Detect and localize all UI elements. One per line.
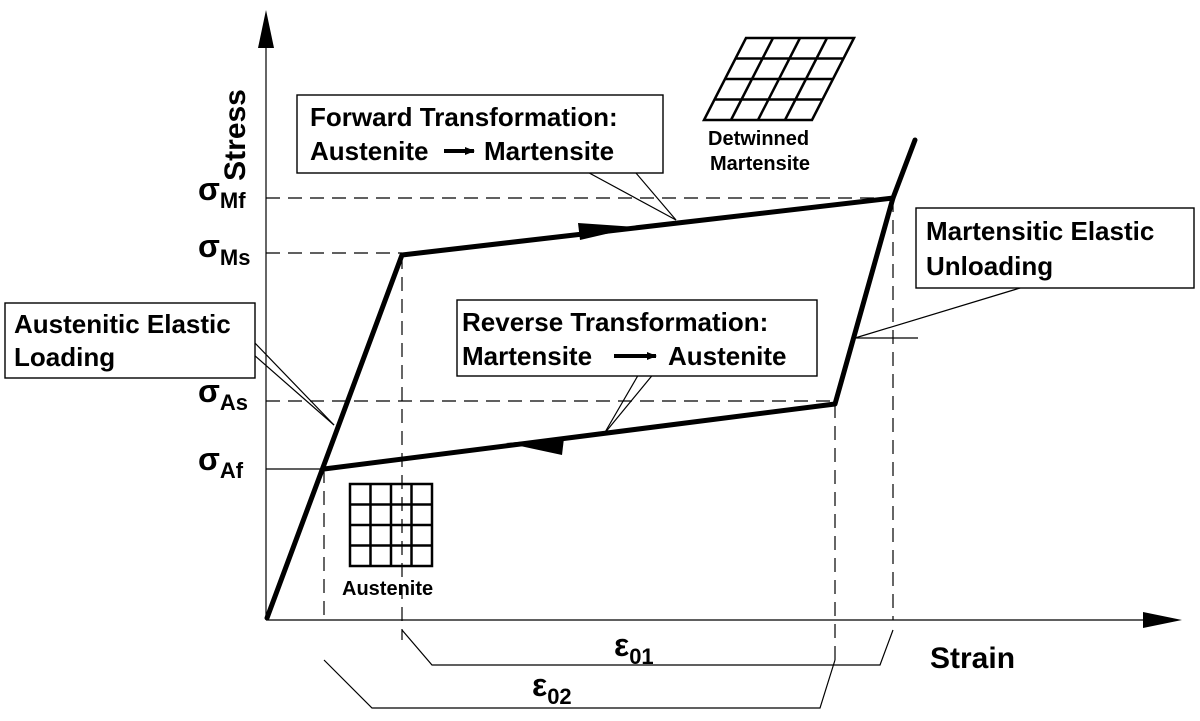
stress-label-mf: σMf [198, 171, 246, 213]
reverse-transformation-callout: Reverse Transformation: Martensite Auste… [456, 299, 818, 377]
strain-bracket-02 [323, 659, 836, 709]
martensitic-elastic-callout: Martensitic Elastic Unloading [915, 207, 1195, 289]
detwinned-martensite-lattice-icon [701, 36, 857, 122]
martensitic-elastic-line1: Martensitic Elastic [926, 216, 1154, 246]
austenitic-elastic-line1: Austenitic Elastic [14, 309, 231, 339]
austenitic-elastic-line2: Loading [14, 342, 115, 372]
detwinned-caption-line2: Martensite [710, 153, 810, 175]
forward-to: Martensite [484, 136, 614, 166]
strain-label-01: ε01 [614, 627, 654, 669]
x-axis-label: Strain [930, 642, 1015, 675]
detwinned-caption-line1: Detwinned [708, 128, 809, 150]
return-path [321, 195, 896, 472]
stress-label-as: σAs [198, 373, 248, 415]
reverse-direction-arrow [506, 438, 564, 455]
strain-label-02: ε02 [532, 667, 572, 709]
reverse-from: Martensite [462, 341, 592, 371]
martensitic-elastic-line2: Unloading [926, 251, 1053, 281]
guide-lines [266, 197, 894, 660]
forward-from: Austenite [310, 136, 428, 166]
austenite-caption: Austenite [342, 578, 433, 600]
y-axis-arrowhead [258, 10, 274, 48]
forward-title: Forward Transformation: [310, 102, 618, 132]
austenitic-elastic-callout: Austenitic Elastic Loading [4, 302, 256, 379]
stress-level-labels: σMf σMs σAs σAf [198, 171, 250, 483]
x-axis-arrowhead [1143, 612, 1182, 628]
reverse-title: Reverse Transformation: [462, 307, 768, 337]
reverse-to: Austenite [668, 341, 786, 371]
strain-bracket-01 [401, 629, 894, 666]
callout-leaders [253, 165, 1031, 435]
stress-label-af: σAf [198, 441, 244, 483]
strain-brackets: ε01 ε02 [323, 627, 894, 709]
hysteresis-loop [264, 137, 918, 621]
stress-label-ms: σMs [198, 228, 250, 270]
austenite-lattice-icon [348, 482, 434, 568]
axes: Stress Strain [219, 10, 1182, 675]
forward-transformation-callout: Forward Transformation: Austenite Marten… [296, 94, 664, 174]
forward-direction-arrow [578, 223, 636, 240]
loading-unloading-path [264, 137, 918, 621]
y-axis-label: Stress [219, 89, 252, 181]
